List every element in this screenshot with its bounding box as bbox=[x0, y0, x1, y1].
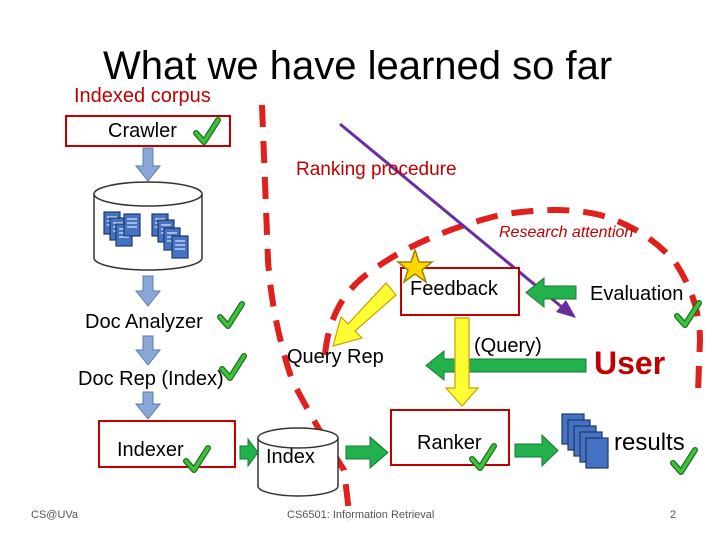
index-database bbox=[257, 427, 339, 497]
arrow-corpus-to-docanalyzer bbox=[134, 275, 162, 307]
arrow-indexer-to-index bbox=[239, 437, 259, 468]
arrow-docanalyzer-to-docrep bbox=[134, 335, 162, 366]
results-label: results bbox=[614, 429, 685, 456]
research-attention-arrow bbox=[339, 122, 564, 310]
doc-rep-label: Doc Rep (Index) bbox=[78, 368, 224, 390]
indexer-box bbox=[98, 420, 236, 468]
crawler-label: Crawler bbox=[108, 120, 177, 142]
dashed-boundary-left bbox=[259, 104, 353, 521]
research-attention-label: Research attention bbox=[499, 224, 634, 241]
arrow-query-to-ranker bbox=[444, 317, 480, 407]
arrow-feedback-to-queryrep bbox=[332, 282, 397, 347]
arrow-docrep-to-indexer bbox=[134, 391, 162, 420]
feedback-box bbox=[400, 267, 520, 316]
feedback-label: Feedback bbox=[410, 278, 498, 300]
indexed-corpus-label: Indexed corpus bbox=[74, 85, 211, 107]
docanalyzer-check-icon bbox=[220, 304, 242, 326]
footer-left: CS@UVa bbox=[31, 509, 79, 521]
arrow-index-to-ranker bbox=[345, 435, 389, 470]
user-label: User bbox=[594, 345, 666, 381]
query-rep-label: Query Rep bbox=[287, 346, 384, 368]
docrep-check-icon bbox=[222, 356, 244, 378]
arrow-user-to-query bbox=[425, 349, 587, 382]
dashed-boundary-right bbox=[322, 207, 704, 393]
arrow-ranker-to-results bbox=[514, 433, 559, 468]
results-documents-icon bbox=[561, 413, 609, 469]
star-icon bbox=[395, 247, 435, 284]
page-number: 2 bbox=[670, 509, 677, 521]
footer-center: CS6501: Information Retrieval bbox=[287, 509, 435, 521]
arrow-crawler-to-corpus bbox=[134, 147, 162, 182]
evaluation-label: Evaluation bbox=[590, 283, 684, 305]
arrow-evaluation-to-feedback bbox=[525, 276, 577, 309]
indexer-label: Indexer bbox=[117, 439, 184, 461]
index-label: Index bbox=[266, 446, 315, 468]
research-attention-arrowhead bbox=[556, 300, 576, 318]
ranker-label: Ranker bbox=[417, 432, 482, 454]
doc-analyzer-label: Doc Analyzer bbox=[85, 311, 203, 333]
query-label: (Query) bbox=[474, 335, 542, 357]
corpus-database bbox=[93, 181, 203, 271]
slide-title: What we have learned so far bbox=[103, 44, 613, 88]
ranking-procedure-label: Ranking procedure bbox=[296, 159, 457, 180]
